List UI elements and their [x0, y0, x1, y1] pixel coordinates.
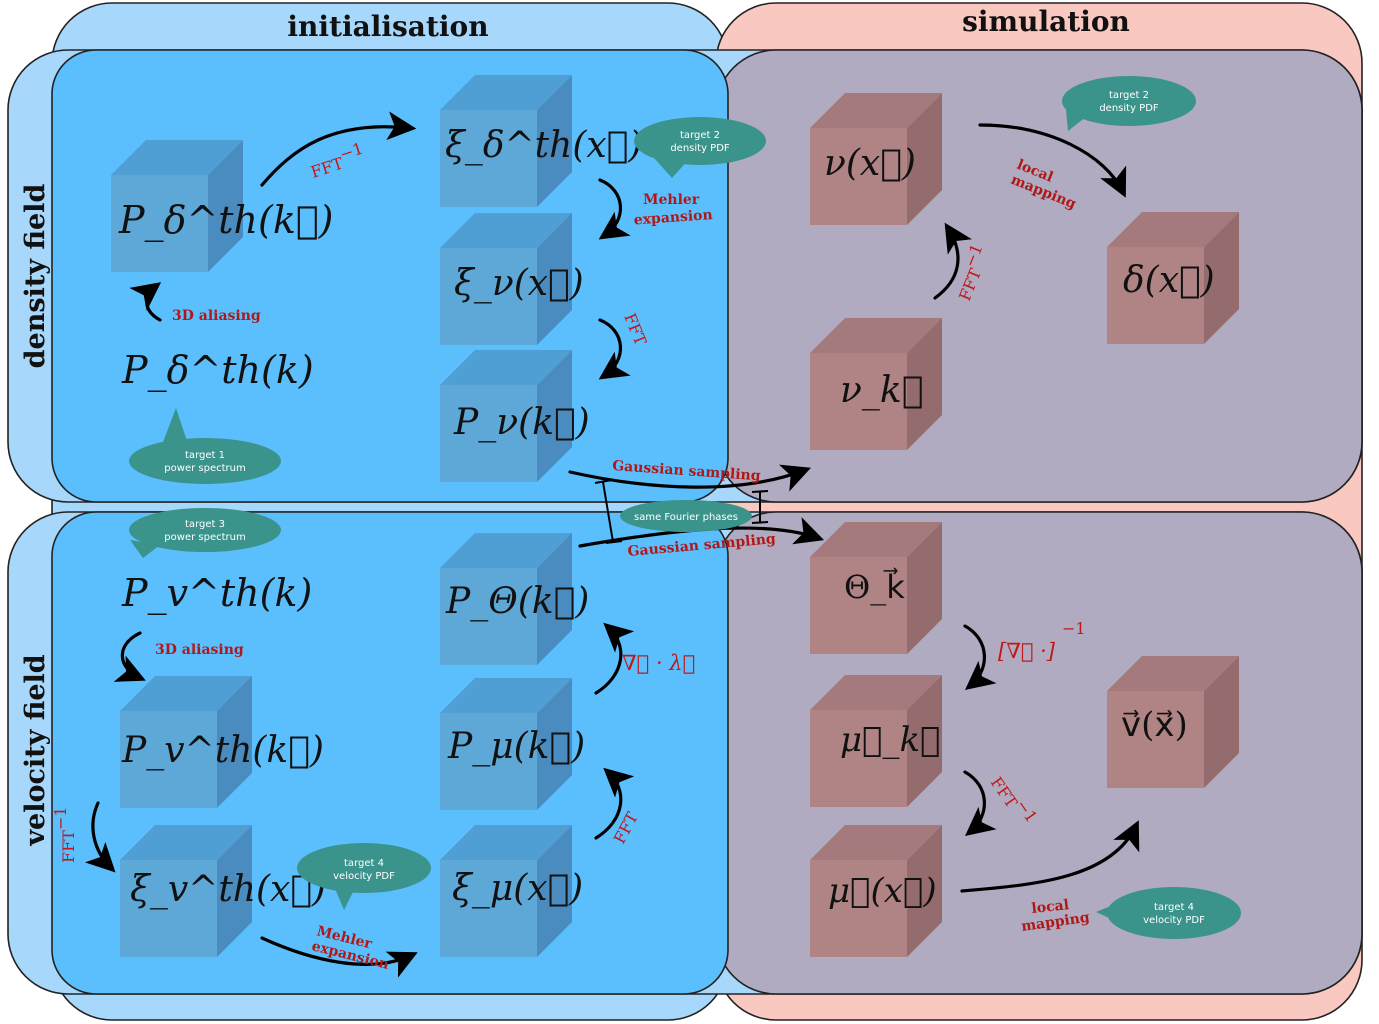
label-local-velocity-1: local: [1031, 897, 1070, 917]
arrow-gauss-top: [568, 464, 811, 492]
title-initialisation: initialisation: [287, 10, 488, 43]
label-nabla-lambda: ∇⃗ · λ⃗: [622, 651, 695, 675]
svg-text:−1: −1: [1062, 619, 1086, 638]
cube-label: ν(x⃗): [824, 143, 916, 184]
arrow-aliasing-density: [129, 282, 162, 322]
cube-label: P_ν(k⃗): [453, 402, 590, 443]
cube-label: P_μ(k⃗): [447, 726, 585, 767]
svg-text:velocity PDF: velocity PDF: [333, 871, 395, 882]
same-phases-label: same Fourier phases: [634, 512, 738, 523]
cube-mu-x: μ⃗(x⃗): [810, 825, 942, 957]
arrow-fft-inv-velocity-sim: [963, 770, 997, 837]
cube-nu-x: ν(x⃗): [810, 93, 942, 225]
svg-text:FFT: FFT: [59, 830, 78, 863]
bubble-target4-init: target 4 velocity PDF: [297, 843, 431, 910]
cube-xi-nu-x: ξ_ν(x⃗): [440, 213, 584, 345]
svg-text:target 4: target 4: [1154, 902, 1194, 913]
svg-text:velocity PDF: velocity PDF: [1143, 915, 1205, 926]
cube-label: Θ_k⃗: [844, 567, 905, 606]
svg-text:−1: −1: [51, 806, 70, 830]
cube-p-mu-k: P_μ(k⃗): [440, 678, 585, 810]
svg-text:target 2: target 2: [680, 130, 720, 141]
arrow-inverse-div: [963, 624, 997, 691]
label-aliasing-velocity: 3D aliasing: [155, 642, 244, 658]
svg-text:target 3: target 3: [185, 519, 225, 530]
cube-delta-x: δ(x⃗): [1107, 212, 1239, 344]
bubble-target1: target 1 power spectrum: [129, 408, 281, 484]
cube-xi-delta-th-x: ξ_δ^th(x⃗): [440, 75, 642, 207]
cube-label: ν_k⃗: [840, 370, 923, 411]
cube-label: μ⃗_k⃗: [840, 720, 941, 760]
title-simulation: simulation: [962, 5, 1130, 38]
label-aliasing-density: 3D aliasing: [172, 308, 261, 324]
bubble-target4-sim: target 4 velocity PDF: [1096, 887, 1241, 939]
arrow-aliasing-velocity: [113, 631, 146, 682]
cube-label: ξ_δ^th(x⃗): [445, 125, 642, 166]
cube-theta-k: Θ_k⃗: [810, 522, 942, 654]
cube-label: P_δ^th(k⃗): [118, 198, 334, 243]
svg-text:power spectrum: power spectrum: [164, 463, 245, 474]
cube-xi-mu-x: ξ_μ(x⃗): [440, 825, 583, 957]
arrow-local-velocity: [960, 820, 1140, 893]
arrow-nabla-lambda: [594, 622, 635, 695]
cube-p-v-th-k: P_v^th(k⃗): [120, 676, 324, 808]
cube-label: δ(x⃗): [1123, 260, 1215, 301]
cube-xi-v-th-x: ξ_v^th(x⃗): [120, 825, 326, 957]
cube-label: μ⃗(x⃗): [828, 871, 937, 911]
arrow-local-density: [978, 123, 1127, 198]
same-phases-connector: same Fourier phases: [594, 479, 769, 544]
arrow-fft-inv-velocity: [84, 801, 116, 873]
arrow-mehler-velocity: [260, 936, 418, 978]
cube-p-nu-k: P_ν(k⃗): [440, 350, 590, 482]
title-density-field: density field: [20, 184, 51, 369]
arrow-fft-density: [598, 318, 631, 380]
term-p-v-th-1d: P_v^th(k): [121, 571, 312, 616]
label-mehler-density-2: expansion: [633, 207, 713, 228]
cube-label: P_Θ(k⃗): [445, 581, 589, 622]
cube-label: ξ_ν(x⃗): [454, 263, 584, 304]
cube-nu-k: ν_k⃗: [810, 318, 942, 450]
bubble-target2-sim: target 2 density PDF: [1062, 76, 1196, 131]
svg-text:density PDF: density PDF: [670, 143, 730, 154]
cube-p-delta-th-k: P_δ^th(k⃗): [111, 140, 334, 272]
arrow-fft-inv-top: [260, 111, 417, 187]
arrow-mehler-density: [598, 178, 631, 240]
svg-text:[∇⃗ ·]: [∇⃗ ·]: [998, 639, 1056, 663]
label-mehler-density-1: Mehler: [643, 192, 700, 208]
cube-mu-k: μ⃗_k⃗: [810, 675, 942, 807]
svg-text:target 1: target 1: [185, 450, 225, 461]
svg-text:target 2: target 2: [1109, 90, 1149, 101]
svg-text:target 4: target 4: [344, 858, 384, 869]
svg-text:density PDF: density PDF: [1099, 103, 1159, 114]
arrow-fft-velocity: [594, 767, 635, 840]
panel-density-init: [51, 49, 729, 503]
bubble-target2-init: target 2 density PDF: [634, 117, 766, 178]
cube-p-theta-k: P_Θ(k⃗): [440, 533, 589, 665]
term-p-delta-th-1d: P_δ^th(k): [121, 348, 314, 393]
svg-text:power spectrum: power spectrum: [164, 532, 245, 543]
cube-label: ξ_μ(x⃗): [452, 868, 583, 909]
cube-label: P_v^th(k⃗): [121, 730, 324, 771]
label-fft-inv-velocity: FFT −1: [51, 806, 78, 863]
title-velocity-field: velocity field: [20, 654, 51, 846]
cube-label: v⃗(x⃗): [1121, 705, 1188, 745]
label-inverse-div: [∇⃗ ·] −1: [998, 619, 1086, 663]
cube-v-x: v⃗(x⃗): [1107, 656, 1239, 788]
cube-label: ξ_v^th(x⃗): [130, 869, 326, 910]
arrow-fft-inv-sim: [933, 222, 973, 300]
bubble-target3: target 3 power spectrum: [129, 508, 281, 558]
